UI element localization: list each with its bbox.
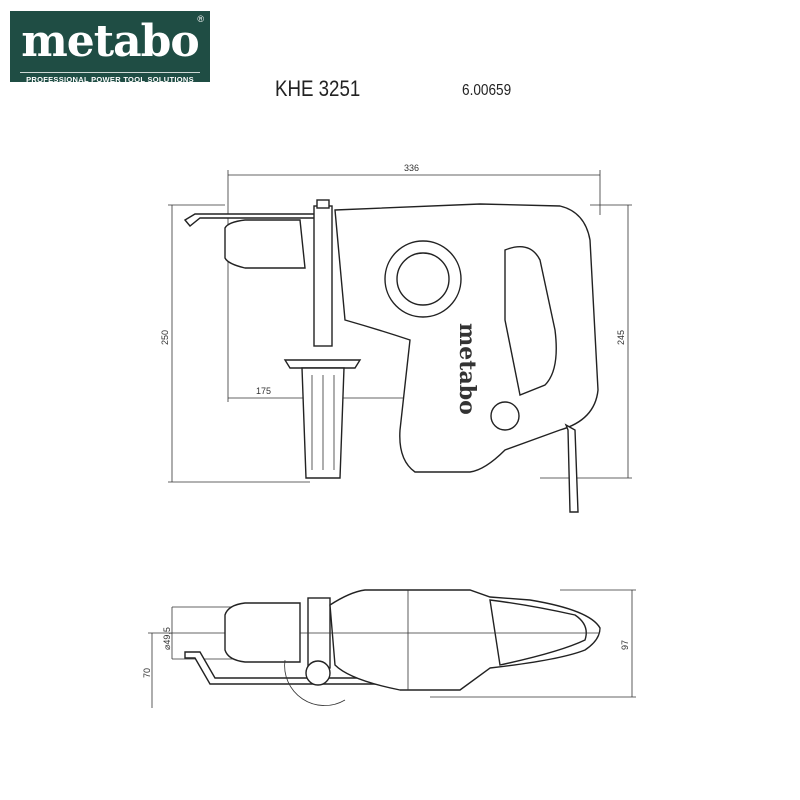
logo-registered-mark: ® [197,14,204,24]
dim-collar-diameter: ⌀49,5 [162,627,172,650]
dim-overall-height: 250 [160,330,170,345]
dim-handle-offset: 175 [256,386,271,396]
logo-brand: metabo [21,16,200,67]
dim-body-height: 245 [616,330,626,345]
dim-overall-length: 336 [404,163,419,173]
logo-tagline: PROFESSIONAL POWER TOOL SOLUTIONS [26,75,194,84]
top-view-drawing: ⌀49,5 70 97 [142,589,636,708]
logo-divider [20,72,200,73]
housing-brand-label: metabo [454,323,480,415]
article-number: 6.00659 [462,82,512,99]
dim-top-handle-offset: 70 [142,668,152,678]
model-name: KHE 3251 [275,76,361,101]
metabo-logo: metabo ® PROFESSIONAL POWER TOOL SOLUTIO… [10,11,210,84]
dim-width: 97 [620,640,630,650]
side-view-drawing: 336 250 175 245 metabo [160,163,632,513]
